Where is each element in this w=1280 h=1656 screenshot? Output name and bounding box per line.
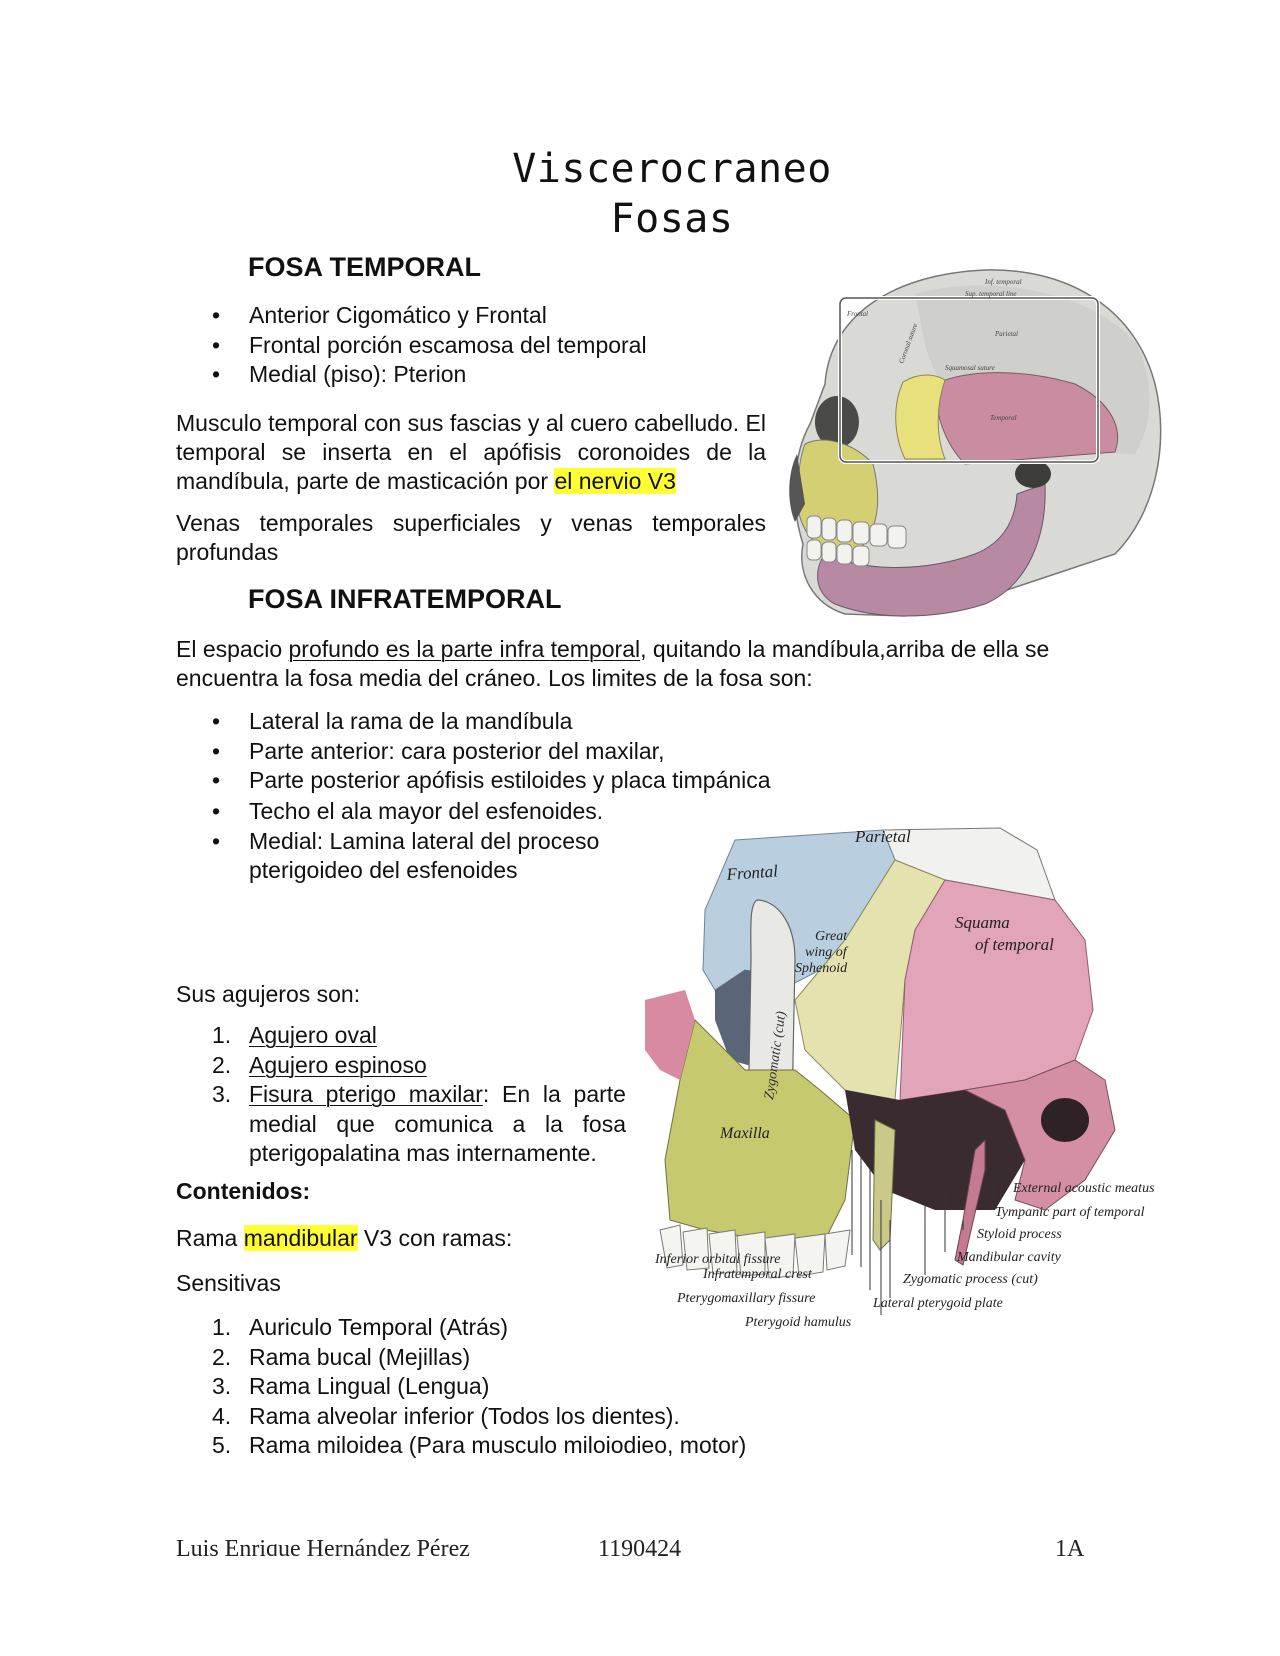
footer: Luis Enrique Hernández Pérez 1190424 1A: [0, 1536, 1280, 1556]
list-item: Anterior Cigomático y Frontal: [176, 301, 776, 331]
skull-lateral-figure: Inf. temporal Sup. temporal line Frontal…: [789, 269, 1162, 617]
agujeros-list: 1.Agujero oval 2.Agujero espinoso 3.Fisu…: [176, 1021, 626, 1169]
list-item: Techo el ala mayor del esfenoides.: [176, 797, 626, 827]
list-item: Frontal porción escamosa del temporal: [176, 331, 776, 361]
heading-fosa-temporal: FOSA TEMPORAL: [248, 252, 481, 282]
list-item: 5.Rama miloidea (Para musculo miloiodieo…: [212, 1432, 747, 1458]
footer-id: 1190424: [598, 1536, 682, 1556]
label-styloid: Styloid process: [977, 1227, 1062, 1242]
temporal-muscle-paragraph: Musculo temporal con sus fascias y al cu…: [176, 410, 766, 494]
sensitivas-label: Sensitivas: [176, 1270, 281, 1296]
list-item: 4.Rama alveolar inferior (Todos los dien…: [212, 1402, 680, 1429]
infratemporal-fossa-figure: Parietal Frontal Great wing of Sphenoid …: [645, 820, 1215, 1390]
label-pterygoid-hamulus: Pterygoid hamulus: [744, 1315, 852, 1330]
list-item: 3.Rama Lingual (Lengua): [212, 1373, 490, 1399]
label-temporal: Temporal: [990, 414, 1017, 422]
label-infratemporal-crest: Infratemporal crest: [702, 1267, 813, 1282]
agujeros-intro: Sus agujeros son:: [176, 981, 361, 1007]
label-frontal: Frontal: [846, 310, 868, 318]
label-sup-temporal: Sup. temporal line: [965, 290, 1017, 298]
label-squama-2: of temporal: [975, 935, 1054, 954]
label-maxilla: Maxilla: [719, 1125, 770, 1142]
infratemporal-paragraph: El espacio profundo es la parte infra te…: [176, 636, 1050, 691]
label-inferior-orbital: Inferior orbital fissure: [654, 1252, 781, 1267]
list-item: 1.Agujero oval: [212, 1022, 377, 1048]
label-mandibular-cavity: Mandibular cavity: [956, 1250, 1062, 1265]
list-item: 3.Fisura pterigo maxilar: En la parte me…: [212, 1081, 626, 1166]
list-item: Parte posterior apófisis estiloides y pl…: [176, 766, 876, 796]
label-great-wing-3: Sphenoid: [795, 961, 848, 976]
infratemporal-bullet-list-2: Techo el ala mayor del esfenoides. Media…: [176, 797, 626, 886]
label-frontal: Frontal: [725, 861, 779, 884]
list-item: 2.Rama bucal (Mejillas): [212, 1343, 471, 1370]
label-inf-temporal: Inf. temporal: [984, 278, 1022, 286]
contenidos-heading: Contenidos:: [176, 1178, 311, 1204]
label-great-wing-1: Great: [815, 929, 848, 944]
list-item: 1.Auriculo Temporal (Atrás): [212, 1314, 509, 1340]
label-zygomatic-process: Zygomatic process (cut): [903, 1272, 1038, 1287]
label-great-wing-2: wing of: [805, 945, 849, 960]
list-item: 2.Agujero espinoso: [212, 1051, 427, 1078]
label-squama-1: Squama: [955, 913, 1010, 932]
label-squamous: Squamosal suture: [945, 364, 995, 372]
label-parietal: Parietal: [854, 827, 911, 846]
page-title: Viscerocraneo: [512, 146, 832, 192]
temporal-veins-paragraph: Venas temporales superficiales y venas t…: [176, 510, 766, 565]
heading-fosa-infratemporal: FOSA INFRATEMPORAL: [248, 584, 562, 614]
page-subtitle: Fosas: [610, 196, 734, 242]
ramas-list: 1.Auriculo Temporal (Atrás) 2.Rama bucal…: [176, 1313, 896, 1461]
temporal-bullet-list: Anterior Cigomático y Frontal Frontal po…: [176, 301, 776, 390]
list-item: Medial (piso): Pterion: [176, 360, 776, 390]
list-item: Lateral la rama de la mandíbula: [176, 707, 876, 737]
label-pterygomaxillary: Pterygomaxillary fissure: [676, 1291, 815, 1306]
highlight-nervio-v3: el nervio V3: [554, 468, 676, 494]
label-lateral-pterygoid: Lateral pterygoid plate: [872, 1296, 1003, 1311]
list-item: Parte anterior: cara posterior del maxil…: [176, 737, 876, 767]
label-external-acoustic: External acoustic meatus: [1012, 1181, 1155, 1196]
list-item: Medial: Lamina lateral del proceso pteri…: [176, 827, 626, 886]
footer-author: Luis Enrique Hernández Pérez: [176, 1536, 470, 1556]
highlight-mandibular: mandibular: [243, 1225, 358, 1251]
label-tympanic: Tympanic part of temporal: [995, 1205, 1145, 1220]
infratemporal-bullet-list: Lateral la rama de la mandíbula Parte an…: [176, 707, 876, 796]
footer-group: 1A: [1055, 1536, 1085, 1556]
rama-mandibular-line: Rama mandibular V3 con ramas:: [176, 1225, 513, 1251]
label-parietal: Parietal: [994, 330, 1018, 338]
